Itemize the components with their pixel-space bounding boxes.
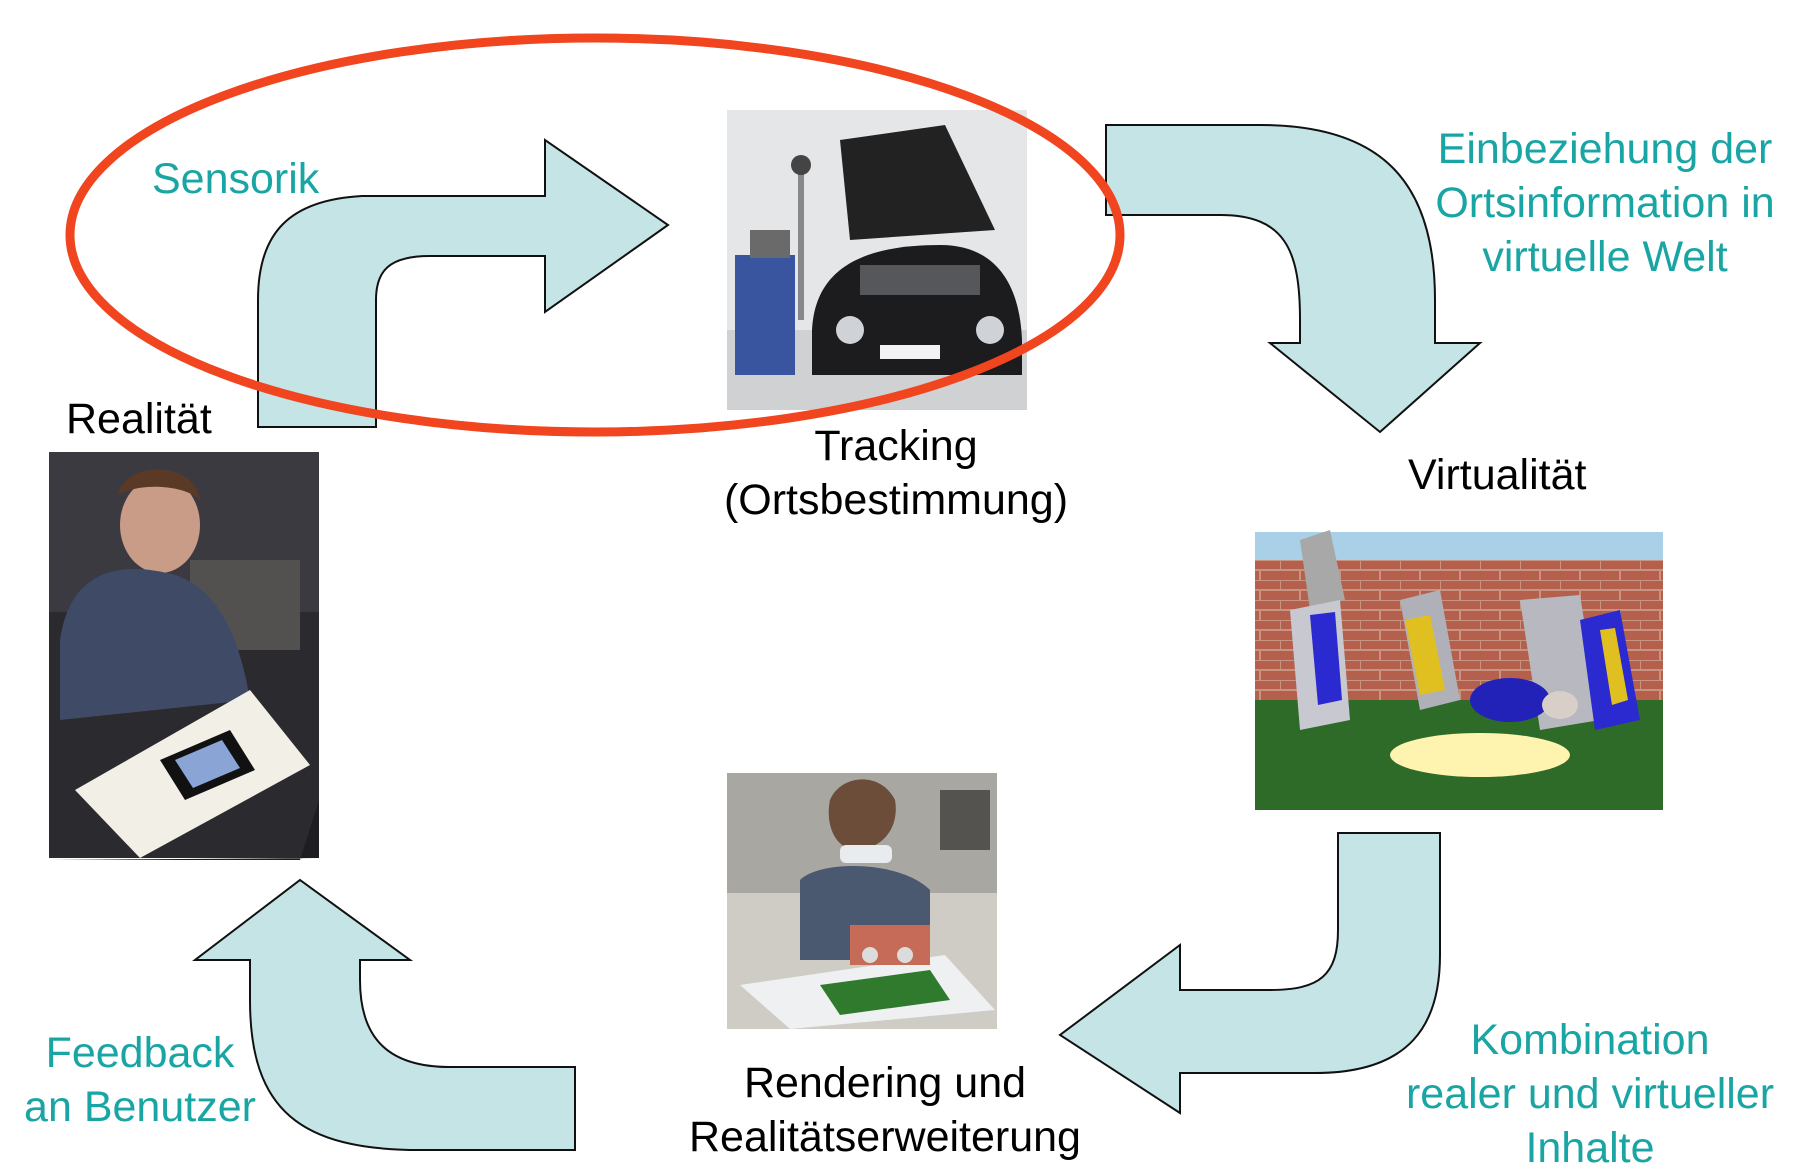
tracking-photo [727,110,1027,410]
stage-label-virtuality: Virtualität [1408,451,1587,499]
process-label-einbeziehung: Einbeziehung der Ortsinformation in virt… [1435,125,1775,281]
stage-label-tracking: Tracking (Ortsbestimmung) [723,422,1069,524]
stage-label-rendering: Rendering und Realitätserweiterung [689,1059,1081,1161]
arrow-einbeziehung [1105,124,1483,434]
rendering-photo [727,773,997,1029]
reality-photo [49,452,319,860]
arrow-sensorik [257,138,670,428]
virtuality-photo [1255,530,1663,810]
sensorik-highlight-ring [65,33,1125,437]
process-label-sensorik: Sensorik [152,155,320,203]
process-label-feedback: Feedback an Benutzer [24,1029,256,1131]
arrow-kombination [1058,832,1441,1115]
arrow-feedback [192,878,576,1151]
process-label-kombination: Kombination realer und virtueller Inhalt… [1405,1016,1775,1172]
stage-label-reality: Realität [66,395,212,443]
